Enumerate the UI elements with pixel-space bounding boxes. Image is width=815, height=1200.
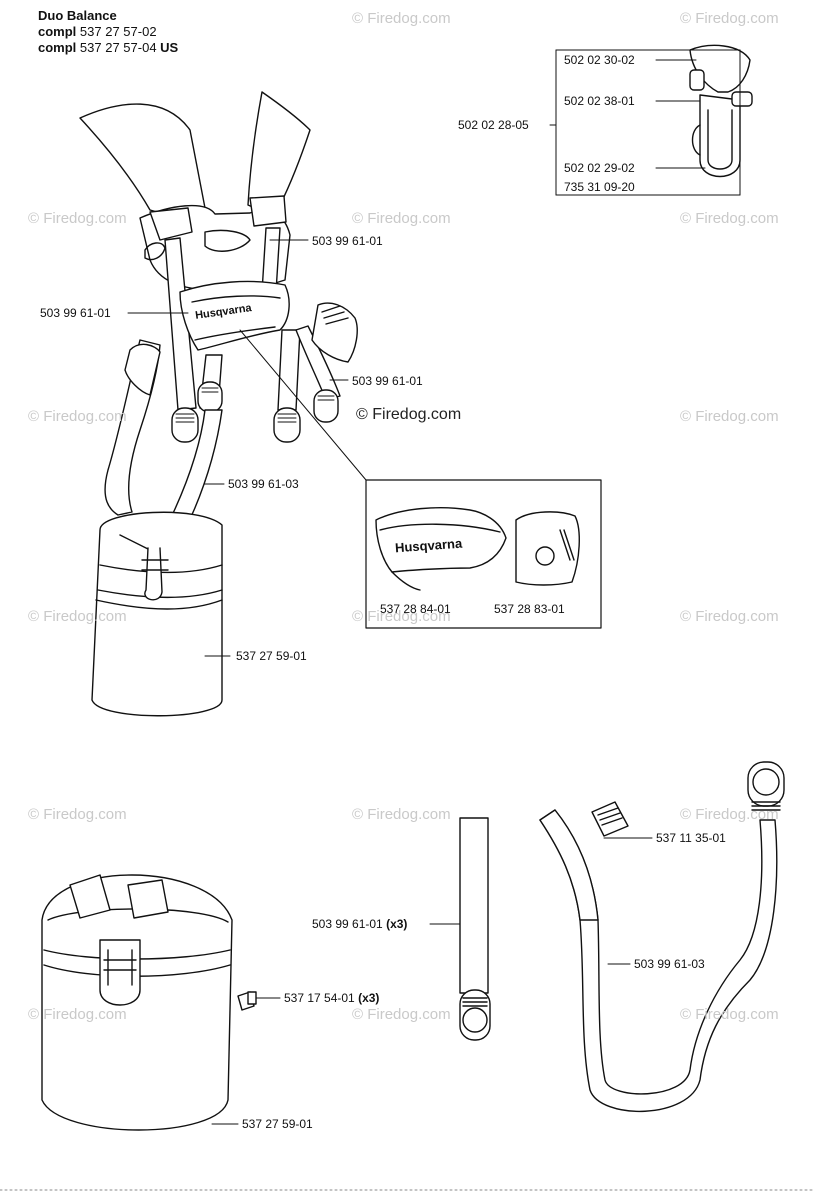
part-label: 503 99 61-03	[634, 957, 705, 971]
watermark: © Firedog.com	[680, 10, 779, 27]
watermark: © Firedog.com	[352, 806, 451, 823]
part-label: 503 99 61-01	[40, 306, 111, 320]
part-number: 503 99 61-01	[312, 917, 383, 931]
part-label: 503 99 61-03	[228, 477, 299, 491]
part-label: 502 02 30-02	[564, 53, 635, 67]
part-label: 735 31 09-20	[564, 180, 635, 194]
watermark: © Firedog.com	[28, 806, 127, 823]
watermark: © Firedog.com	[28, 1006, 127, 1023]
watermark: © Firedog.com	[28, 608, 127, 625]
part-label: 537 27 59-01	[242, 1117, 313, 1131]
part-quantity: (x3)	[386, 917, 408, 931]
part-label: 537 28 83-01	[494, 602, 565, 616]
assembly-number-line-2: compl 537 27 57-04 US	[38, 40, 178, 56]
bag-lower-drawing	[41, 874, 233, 1131]
assembly-prefix-1: compl	[38, 24, 77, 39]
part-label: 503 99 61-01	[352, 374, 423, 388]
hook-assembly-drawing	[689, 44, 753, 178]
part-label: 537 17 54-01 (x3)	[284, 991, 379, 1005]
bag-upper-drawing	[91, 511, 223, 717]
strap-curved-drawing	[539, 761, 785, 1113]
part-label: 503 99 61-01	[312, 234, 383, 248]
part-number: 537 17 54-01	[284, 991, 355, 1005]
part-label: 537 11 35-01	[656, 831, 726, 845]
assembly-number-2: 537 27 57-04	[79, 40, 157, 55]
watermark: © Firedog.com	[680, 608, 779, 625]
watermark: © Firedog.com	[680, 210, 779, 227]
watermark: © Firedog.com	[28, 408, 127, 425]
part-label: 537 27 59-01	[236, 649, 307, 663]
part-quantity: (x3)	[358, 991, 380, 1005]
strap-straight-drawing	[459, 817, 491, 1041]
hook-bracket	[549, 49, 741, 196]
watermark: © Firedog.com	[352, 608, 451, 625]
watermark: © Firedog.com	[680, 1006, 779, 1023]
detail-inset	[239, 329, 602, 629]
part-label: 537 28 84-01	[380, 602, 451, 616]
assembly-prefix-2: compl	[38, 40, 77, 55]
screw-drawing	[237, 991, 257, 1011]
part-label: 503 99 61-01 (x3)	[312, 917, 407, 931]
watermark: © Firedog.com	[680, 806, 779, 823]
diagram-title: Duo Balance	[38, 8, 117, 23]
copyright-notice: © Firedog.com	[356, 406, 462, 423]
part-label: 502 02 29-02	[564, 161, 635, 175]
part-label: 502 02 28-05	[458, 118, 529, 132]
watermark: © Firedog.com	[352, 1006, 451, 1023]
watermark: © Firedog.com	[352, 10, 451, 27]
harness-drawing	[79, 91, 358, 541]
assembly-number-line-1: compl 537 27 57-02	[38, 24, 157, 40]
watermark: © Firedog.com	[680, 408, 779, 425]
assembly-number-1: 537 27 57-02	[79, 24, 157, 39]
watermark: © Firedog.com	[28, 210, 127, 227]
assembly-suffix-2: US	[160, 40, 179, 55]
leader-lines	[127, 239, 653, 1125]
watermark: © Firedog.com	[352, 210, 451, 227]
part-label: 502 02 38-01	[564, 94, 635, 108]
